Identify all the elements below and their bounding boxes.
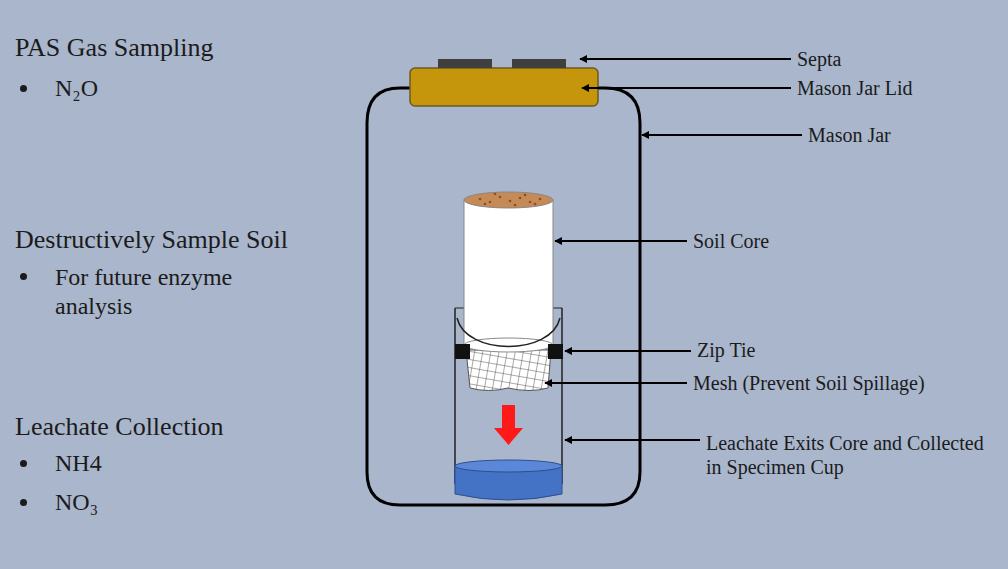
bullet-item: NO₃ — [55, 488, 98, 517]
cup-collar — [457, 318, 560, 347]
bullet-item: N₂O — [55, 74, 98, 103]
septum — [512, 59, 566, 68]
part-label: Mesh (Prevent Soil Spillage) — [693, 371, 925, 395]
part-label: Soil Core — [693, 229, 769, 253]
part-label: Septa — [797, 47, 841, 71]
leader-line — [565, 439, 700, 441]
part-label: Mason Jar Lid — [797, 76, 913, 100]
septum — [438, 59, 492, 68]
zip-tie — [455, 344, 470, 359]
soil-core — [464, 200, 553, 345]
bullet-dot — [20, 460, 27, 467]
bullet-dot — [20, 499, 27, 506]
section-heading: Leachate Collection — [15, 411, 224, 442]
soil-surface — [464, 192, 553, 208]
bullet-item: For future enzyme analysis — [55, 263, 305, 321]
leader-line — [545, 382, 687, 384]
cup-wall — [454, 308, 456, 484]
leader-line — [565, 350, 691, 352]
leader-line — [582, 87, 791, 89]
flow-arrow — [494, 405, 523, 445]
section-heading: PAS Gas Sampling — [15, 32, 213, 63]
leader-line — [555, 240, 687, 242]
bullet-dot — [20, 85, 27, 92]
mason-jar — [367, 88, 640, 505]
mesh — [466, 350, 551, 391]
jar-lid — [410, 68, 598, 106]
cup-wall — [561, 308, 563, 484]
leader-line — [642, 134, 802, 136]
zip-tie — [548, 344, 563, 359]
part-label: Mason Jar — [808, 123, 891, 147]
part-label: Leachate Exits Core and Collected in Spe… — [706, 431, 996, 479]
leader-line — [580, 58, 791, 60]
bullet-dot — [20, 273, 27, 280]
part-label: Zip Tie — [697, 338, 755, 362]
section-heading: Destructively Sample Soil — [15, 224, 288, 255]
leachate-surface — [455, 460, 562, 472]
bullet-item: NH4 — [55, 449, 102, 478]
soil-grains — [479, 193, 542, 207]
